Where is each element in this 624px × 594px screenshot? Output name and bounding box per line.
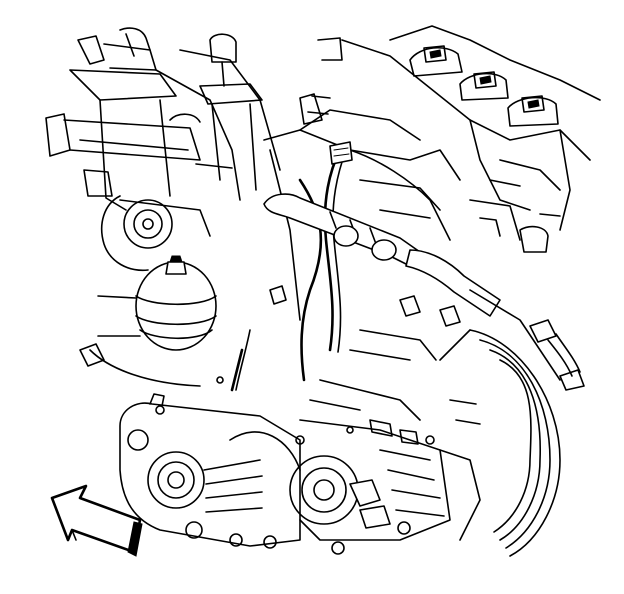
arrow-up-left-icon <box>50 484 143 557</box>
wiring-harness <box>230 141 353 392</box>
water-pump <box>289 379 451 555</box>
power-steering-reservoir <box>79 195 217 387</box>
fasteners <box>155 285 461 445</box>
timing-cover <box>119 393 301 549</box>
ignition-coil-assembly <box>317 25 601 253</box>
crankshaft-pulley <box>439 329 561 557</box>
intake-bracket-assembly <box>45 27 331 237</box>
coolant-hose <box>263 193 585 391</box>
valve-cover <box>263 109 461 321</box>
